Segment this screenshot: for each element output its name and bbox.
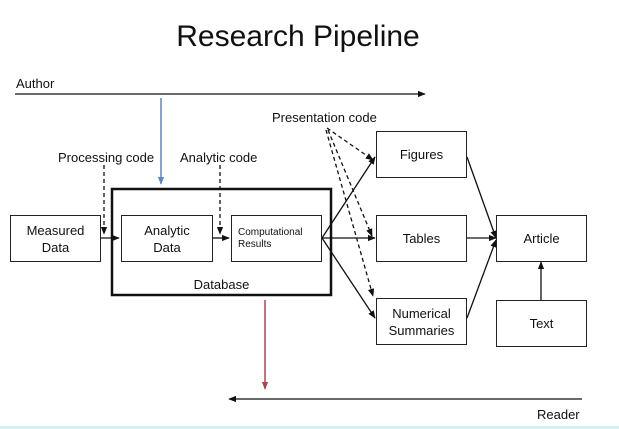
analytic-data-box: Analytic Data [121, 215, 213, 262]
tables-box: Tables [376, 215, 467, 262]
numerical-summaries-box: Numerical Summaries [376, 298, 467, 345]
text-box: Text [496, 300, 587, 347]
results-to-figures-arrow [321, 156, 376, 239]
figures-box: Figures [376, 131, 467, 178]
analytic-code-label: Analytic code [180, 150, 258, 165]
presentation-code-arrow-2 [327, 129, 373, 237]
processing-code-label: Processing code [58, 150, 155, 165]
results-to-summaries-arrow [321, 237, 376, 319]
database-box [110, 187, 333, 297]
figures-to-article-arrow [466, 156, 497, 239]
presentation-code-label: Presentation code [272, 110, 377, 125]
presentation-code-arrow-3 [325, 129, 375, 297]
reader-label: Reader [537, 407, 580, 422]
author-label: Author [16, 76, 55, 91]
measured-data-box: Measured Data [10, 215, 101, 262]
article-box: Article [496, 215, 587, 262]
summaries-to-article-arrow [466, 239, 497, 319]
page-title: Research Pipeline [176, 20, 420, 53]
bottom-strip [0, 426, 619, 429]
presentation-code-arrow-1 [326, 127, 374, 161]
database-label: Database [193, 277, 250, 292]
computational-results-box: Computational Results [231, 215, 322, 262]
